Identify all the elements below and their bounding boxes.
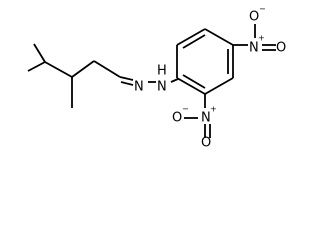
bond-methyl-left bbox=[27, 61, 46, 72]
nitro-top-n-label: N bbox=[249, 41, 259, 56]
nitro-bottom-o-right-label: O bbox=[201, 136, 211, 149]
ring-bond-3 bbox=[204, 28, 234, 46]
nitro-top-n-charge: + bbox=[258, 34, 265, 43]
ring-bond-5 bbox=[204, 77, 234, 95]
bond-nh-ring bbox=[170, 78, 179, 83]
hydrazone-h-label: H bbox=[157, 64, 167, 79]
structure-canvas: N N H N + O − O N + O − O bbox=[27, 5, 286, 149]
bond-c3-c2 bbox=[71, 60, 95, 78]
ring-bond-6 bbox=[176, 77, 206, 95]
benzene-ring bbox=[176, 28, 234, 95]
top-nitro-group bbox=[233, 24, 276, 51]
nitro-bottom-o-left-charge: − bbox=[182, 105, 189, 114]
ring-inner-bond-c bbox=[182, 74, 206, 89]
bond-c2-c1 bbox=[93, 60, 121, 78]
bond-c1-n-double-a bbox=[119, 76, 134, 81]
bond-c1-n-double-b bbox=[120, 81, 134, 86]
nitro-bottom-o-left-label: O bbox=[172, 111, 182, 126]
bond-methyl-upper bbox=[33, 43, 46, 63]
nitro-top-o-left-label: O bbox=[249, 10, 259, 25]
hydrazone-n2-label: N bbox=[157, 80, 167, 95]
bottom-nitro-group bbox=[184, 94, 211, 138]
alkyl-chain bbox=[27, 43, 121, 108]
bond-c4-c3 bbox=[44, 61, 73, 78]
nitro-top-o-left-charge: − bbox=[259, 5, 266, 14]
hydrazone-n1-label: N bbox=[134, 80, 144, 95]
ring-inner-bond-a bbox=[182, 34, 206, 49]
nitro-bottom-n-label: N bbox=[201, 111, 211, 126]
nitro-bottom-n-charge: + bbox=[210, 105, 217, 114]
ring-bond-2 bbox=[176, 28, 206, 46]
hydrazone-linker bbox=[119, 76, 179, 86]
nitro-top-o-right-label: O bbox=[276, 41, 286, 56]
